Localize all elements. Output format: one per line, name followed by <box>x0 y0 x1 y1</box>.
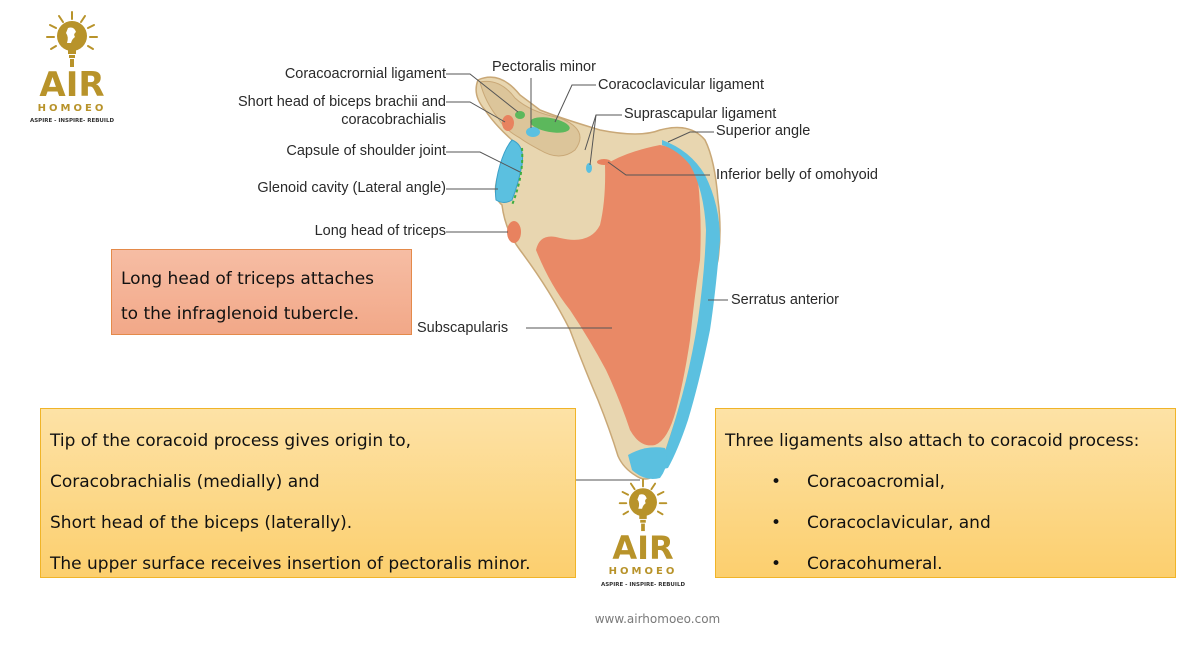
leader-coracoclavicular <box>554 84 596 123</box>
label-superior-angle: Superior angle <box>716 123 811 139</box>
logo-tagline: ASPIRE - INSPIRE- REBUILD <box>600 582 686 588</box>
leader-lines <box>446 73 728 481</box>
coracoacromial-attachment <box>515 111 525 119</box>
label-coracoacromial: Coracoacrornial ligament <box>284 66 446 82</box>
leader-short-head <box>446 101 506 123</box>
bullet-icon: • <box>771 513 782 533</box>
label-glenoid: Glenoid cavity (Lateral angle) <box>257 180 446 196</box>
label-short-head-1: Short head of biceps brachii and <box>238 94 446 110</box>
logo-brand: AIR <box>612 529 674 567</box>
logo-sub: HOMOEO <box>37 103 107 114</box>
ligaments-callout: Three ligaments also attach to coracoid … <box>715 408 1176 578</box>
triceps-line-1: Long head of triceps attaches <box>121 269 375 289</box>
coracoid-line-1: Tip of the coracoid process gives origin… <box>50 431 411 451</box>
leader-superior-angle <box>667 131 714 143</box>
label-omohyoid: Inferior belly of omohyoid <box>716 167 878 183</box>
ligament-item: • Coracoclavicular, and <box>771 503 1175 544</box>
leader-capsule <box>446 151 521 173</box>
coracoclavicular-attachment <box>530 117 570 133</box>
logo-sub: HOMOEO <box>608 566 678 577</box>
lightbulb-head-icon <box>618 478 668 532</box>
serratus-anterior-strip <box>658 140 720 470</box>
label-coracoclavicular: Coracoclavicular ligament <box>598 77 765 93</box>
subscapularis-muscle <box>536 145 701 446</box>
ligament-item: • Coracohumeral. <box>771 544 1175 585</box>
triceps-line-2: to the infraglenoid tubercle. <box>121 304 359 324</box>
inferior-angle-strip <box>628 447 667 479</box>
footer-url[interactable]: www.airhomoeo.com <box>594 612 721 626</box>
ligament-item-label: Coracoacromial, <box>807 472 946 492</box>
logo-bottom: AIR HOMOEO ASPIRE - INSPIRE- REBUILD <box>595 478 691 588</box>
pectoralis-minor-attachment <box>526 127 540 137</box>
omohyoid-attachment <box>597 159 611 165</box>
coracoid-line-4: The upper surface receives insertion of … <box>50 554 531 574</box>
coracoid-line-2: Coracobrachialis (medially) and <box>50 472 320 492</box>
ligament-item-label: Coracoclavicular, and <box>807 513 991 533</box>
coracoid-line-3: Short head of the biceps (laterally). <box>50 513 353 533</box>
coracoid-process <box>479 80 581 157</box>
label-subscapularis: Subscapularis <box>417 320 509 336</box>
ligaments-heading: Three ligaments also attach to coracoid … <box>725 431 1140 451</box>
label-serratus: Serratus anterior <box>731 292 839 308</box>
lightbulb-head-icon <box>46 11 98 67</box>
coracoid-callout: Tip of the coracoid process gives origin… <box>40 408 576 578</box>
ligament-item-label: Coracohumeral. <box>807 554 943 574</box>
label-long-head: Long head of triceps <box>314 223 446 239</box>
label-pectoralis-minor: Pectoralis minor <box>492 59 596 75</box>
ligament-item: • Coracoacromial, <box>771 462 1175 503</box>
leader-omohyoid <box>607 161 710 176</box>
short-head-biceps-attachment <box>502 115 514 131</box>
long-head-triceps-spot <box>507 221 521 243</box>
label-suprascapular: Suprascapular ligament <box>624 106 777 122</box>
leader-suprascapular-2 <box>589 114 597 166</box>
logo-tagline: ASPIRE - INSPIRE- REBUILD <box>29 118 115 124</box>
leader-coracoacromial <box>446 73 519 113</box>
bullet-icon: • <box>771 554 782 574</box>
bullet-icon: • <box>771 472 782 492</box>
label-capsule: Capsule of shoulder joint <box>286 143 446 159</box>
suprascapular-ligament-spot <box>586 163 592 173</box>
ligaments-list: •Coracoacromial, •Coracoclavicular, and … <box>725 462 1175 585</box>
logo-top: AIR HOMOEO ASPIRE - INSPIRE- REBUILD <box>22 10 122 124</box>
label-short-head-2: coracobrachialis <box>341 112 446 128</box>
triceps-callout: Long head of triceps attaches to the inf… <box>111 249 412 335</box>
logo-brand: AIR <box>39 65 105 105</box>
